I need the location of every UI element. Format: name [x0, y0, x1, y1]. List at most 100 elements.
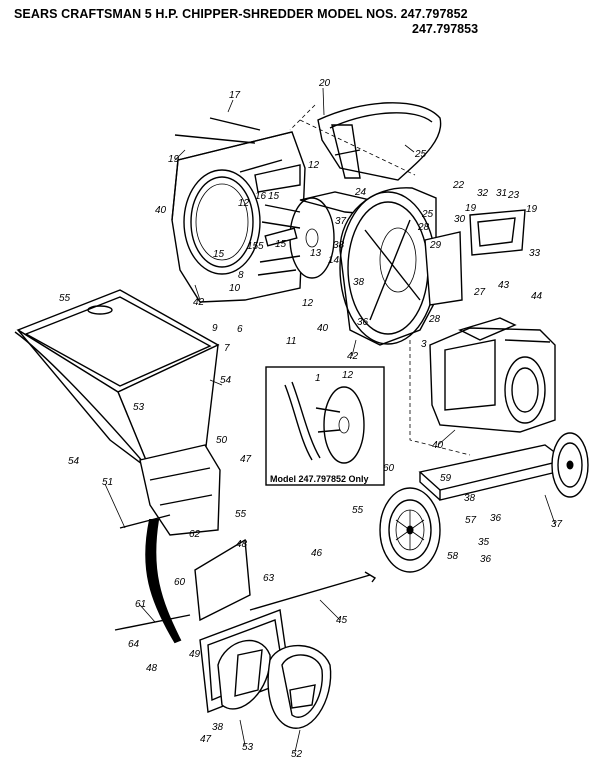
part-label: 38 — [212, 722, 224, 733]
part-label: 54 — [68, 456, 80, 467]
lower-housing — [194, 538, 291, 713]
part-label: 11 — [286, 336, 296, 347]
part-label: 12 — [342, 370, 354, 381]
part-label: 36 — [490, 513, 502, 524]
part-label: 33 — [529, 248, 541, 259]
chute-deflector-bracket — [424, 209, 526, 306]
part-label: 61 — [135, 599, 146, 610]
left-housing-plate — [171, 131, 306, 303]
part-label: 37 — [335, 216, 347, 227]
part-label: 12 — [302, 298, 314, 309]
part-label: 6 — [237, 324, 243, 335]
part-label: 37 — [551, 519, 563, 530]
part-label: 10 — [229, 283, 241, 294]
assembly-arrow — [145, 519, 182, 644]
part-label: 25 — [414, 149, 427, 160]
part-label: 38 — [464, 493, 476, 504]
part-label: 30 — [454, 214, 466, 225]
model-inset: Model 247.797852 Only — [265, 366, 385, 486]
part-label: 47 — [240, 454, 252, 465]
part-label: 14 — [328, 255, 340, 266]
part-label: 31 — [496, 188, 507, 199]
part-label: 12 — [238, 198, 250, 209]
part-label: 49 — [189, 649, 201, 660]
part-label: 36 — [357, 317, 369, 328]
bottom-screen-frame — [267, 644, 332, 729]
part-label: 36 — [480, 554, 492, 565]
rotor-disc-assembly — [257, 191, 382, 279]
part-label: 55 — [352, 505, 364, 516]
part-label: 55 — [235, 509, 247, 520]
part-label: 40 — [155, 205, 167, 216]
part-label: 64 — [128, 639, 140, 650]
part-label: 52 — [291, 749, 303, 760]
inset-caption: Model 247.797852 Only — [270, 474, 369, 484]
left-wheel — [379, 487, 441, 573]
part-label: 17 — [229, 90, 241, 101]
part-label: 60 — [383, 463, 395, 474]
part-label: 54 — [220, 375, 232, 386]
part-label: 58 — [447, 551, 459, 562]
diagram-title-line2: 247.797853 — [412, 22, 479, 36]
part-label: 59 — [440, 473, 452, 484]
part-label: 19 — [465, 203, 477, 214]
part-label: 19 — [526, 204, 538, 215]
feed-hopper — [14, 289, 220, 473]
part-label: 53 — [133, 402, 145, 413]
part-label: 43 — [498, 280, 510, 291]
part-label: 16 — [255, 191, 267, 202]
bolt-17 — [209, 117, 261, 131]
part-label: 19 — [168, 154, 180, 165]
part-label: 32 — [477, 188, 489, 199]
hopper-chute-base — [139, 444, 221, 536]
part-label: 35 — [478, 537, 490, 548]
part-label: 15 — [268, 191, 280, 202]
part-label: 44 — [531, 291, 543, 302]
part-label: 15 — [275, 239, 287, 250]
bolt-51 — [119, 514, 171, 529]
part-label: 25 — [421, 209, 434, 220]
part-label: 62 — [189, 529, 201, 540]
part-label: 9 — [212, 323, 218, 334]
part-label: 46 — [311, 548, 323, 559]
part-label: 29 — [429, 240, 442, 251]
part-label: 38 — [353, 277, 365, 288]
right-wheel — [551, 432, 589, 498]
part-label: 42 — [193, 297, 205, 308]
part-label: 22 — [452, 180, 465, 191]
part-label: 47 — [200, 734, 212, 745]
part-label: 1 — [315, 373, 321, 384]
part-label: 3 — [421, 339, 427, 350]
part-label: 23 — [507, 190, 520, 201]
part-label: 51 — [102, 477, 113, 488]
diagram-title-line1: SEARS CRAFTSMAN 5 H.P. CHIPPER-SHREDDER … — [14, 7, 468, 21]
part-label: 12 — [308, 160, 320, 171]
deflector-rod — [249, 574, 371, 611]
part-label: 5 — [258, 241, 264, 252]
part-label: 40 — [317, 323, 329, 334]
part-label: 8 — [238, 270, 244, 281]
part-label: 42 — [347, 351, 359, 362]
part-label: 57 — [465, 515, 477, 526]
part-label: 24 — [354, 187, 367, 198]
part-label: 38 — [333, 240, 345, 251]
part-label: 48 — [236, 539, 248, 550]
part-label: 55 — [59, 293, 71, 304]
leader-lines — [104, 87, 556, 753]
part-label: 15 — [247, 241, 259, 252]
part-label: 40 — [432, 440, 444, 451]
part-label: 48 — [146, 663, 158, 674]
part-label: 45 — [336, 615, 348, 626]
part-label: 7 — [224, 343, 230, 354]
part-label: 60 — [174, 577, 186, 588]
part-label: 27 — [473, 287, 486, 298]
part-label: 15 — [213, 249, 225, 260]
part-label: 20 — [318, 78, 331, 89]
engine — [429, 317, 556, 433]
part-number-labels: 17 20 19 25 12 22 23 32 31 24 16 15 12 4… — [59, 78, 563, 760]
part-label: 28 — [417, 222, 430, 233]
bolt-20 — [174, 134, 256, 144]
part-label: 50 — [216, 435, 228, 446]
part-label: 13 — [310, 248, 322, 259]
